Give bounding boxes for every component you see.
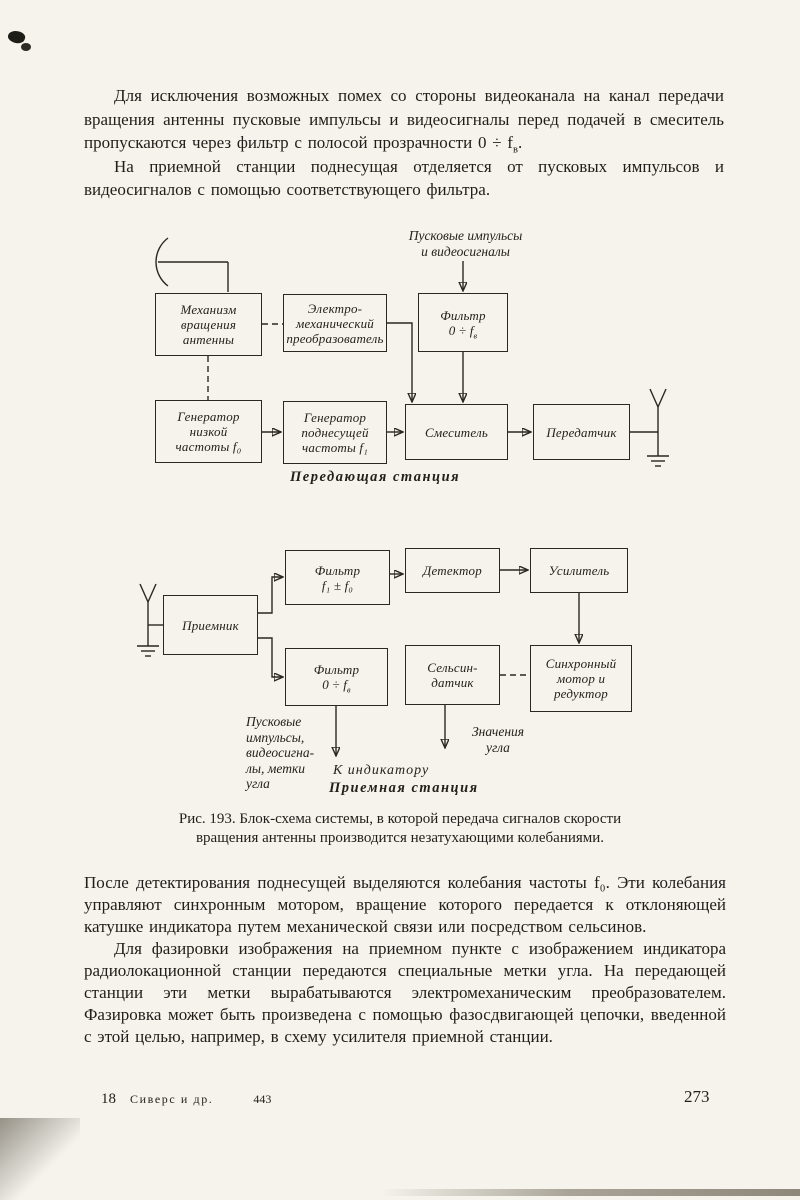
- box-label-line: Фильтр: [313, 662, 360, 677]
- box-label-line: частоты f₀: [175, 439, 242, 454]
- box-label-line: Электро-: [307, 300, 363, 316]
- box-subcarrier-generator: Генератор поднесущей частоты f₁: [283, 401, 387, 464]
- box-label-line: поднесущей: [301, 425, 369, 440]
- label-pulses-video-marks: Пусковые импульсы, видеосигна- лы, метки…: [246, 714, 341, 792]
- box-label-line: редуктор: [553, 686, 609, 701]
- box-label-line: преобразователь: [286, 330, 384, 346]
- box-electromechanical-transducer: Электро- механический преобразователь: [283, 294, 387, 352]
- box-low-freq-generator: Генератор низкой частоты f₀: [155, 400, 262, 463]
- label-line: угла: [486, 739, 510, 755]
- box-label-line: Передатчик: [546, 424, 617, 440]
- box-label-line: Усилитель: [548, 563, 610, 578]
- label-line: Пусковые: [246, 714, 302, 729]
- box-label-line: низкой: [189, 424, 228, 439]
- scan-edge-shadow: [380, 1189, 800, 1196]
- footer-signature: 18 Сиверс и др. 443: [101, 1091, 271, 1108]
- box-label-line: Сельсин-: [427, 660, 478, 675]
- box-detector: Детектор: [405, 548, 500, 593]
- box-label-line: частоты f₁: [302, 440, 368, 455]
- formula-sub: в: [473, 331, 478, 341]
- box-label-line: антенны: [182, 332, 235, 347]
- scan-corner-shadow: [0, 1118, 80, 1200]
- box-label-line: Фильтр: [314, 562, 361, 578]
- label-angle-values: Значения угла: [458, 724, 538, 755]
- wire-receiver-to-filter-if: [258, 577, 282, 614]
- rx-antenna-symbol: [137, 583, 163, 657]
- caption-line: вращения антенны производится незатухающ…: [195, 830, 605, 846]
- figure-block-diagram: Пусковые импульсы и видеосигналы Механиз…: [0, 228, 800, 812]
- box-filter-tx: Фильтр 0 ÷ fв: [418, 293, 508, 352]
- box-filter-if: Фильтр f₁ ± f₀: [285, 550, 390, 605]
- box-label-line: Генератор: [303, 410, 367, 425]
- box-rotation-mechanism: Механизм вращения антенны: [155, 293, 262, 356]
- label-line: лы, метки: [246, 760, 306, 776]
- formula: 0 ÷ f: [322, 677, 348, 692]
- paragraph-1: Для исключения возможных помех со сторон…: [84, 84, 724, 155]
- figure-caption: Рис. 193. Блок-схема системы, в которой …: [100, 810, 700, 848]
- box-selsyn-sensor: Сельсин- датчик: [405, 645, 500, 705]
- wire-receiver-to-filter-rx: [258, 637, 282, 677]
- caption-line: Рис. 193. Блок-схема системы, в которой …: [178, 811, 622, 827]
- label-trigger-pulses: Пусковые импульсы и видеосигналы: [378, 228, 553, 259]
- signature-number: 18: [101, 1091, 116, 1107]
- paragraph-3: После детектирования поднесущей выделяют…: [84, 873, 726, 936]
- paragraph-1-end: .: [517, 133, 523, 152]
- box-transmitter: Передатчик: [533, 404, 630, 460]
- label-line: видеосигна-: [246, 745, 315, 760]
- box-receiver: Приемник: [163, 595, 258, 655]
- label-to-indicator: К индикатору: [333, 763, 430, 778]
- box-label-line: Приемник: [182, 617, 239, 633]
- tx-output-antenna-symbol: [630, 388, 669, 467]
- paragraph-1-text: Для исключения возможных помех со сторон…: [84, 86, 724, 152]
- box-label-line: вращения: [180, 317, 237, 332]
- box-filter-rx: Фильтр 0 ÷ fв: [285, 648, 388, 706]
- order-number: 443: [253, 1092, 272, 1106]
- wire-transducer-to-mixer: [387, 322, 412, 401]
- authors-label: Сиверс и др.: [130, 1092, 214, 1106]
- box-label-line: мотор и: [556, 671, 606, 686]
- scan-artifact: [21, 43, 31, 51]
- box-amplifier: Усилитель: [530, 548, 628, 593]
- label-line: Пусковые импульсы: [408, 228, 523, 243]
- box-label-line: Механизм: [180, 302, 237, 317]
- label-receiving-station: Приемная станция: [329, 780, 479, 796]
- label-transmitting-station: Передающая станция: [290, 469, 461, 485]
- diagram-wires: [137, 237, 669, 812]
- subscript-v: в: [512, 144, 518, 156]
- formula: 0 ÷ f: [448, 322, 474, 338]
- box-label-line: 0 ÷ fв: [322, 677, 351, 695]
- intro-paragraphs: Для исключения возможных помех со сторон…: [84, 84, 724, 202]
- box-label-line: f₁ ± f₀: [321, 577, 354, 593]
- closing-paragraphs: После детектирования поднесущей выделяют…: [84, 872, 726, 1048]
- box-sync-motor: Синхронный мотор и редуктор: [530, 645, 632, 712]
- box-label-line: механический: [296, 315, 374, 331]
- box-label-line: Детектор: [423, 563, 482, 578]
- box-label-line: 0 ÷ fв: [448, 322, 478, 341]
- label-line: и видеосигналы: [421, 243, 510, 259]
- box-mixer: Смеситель: [405, 404, 508, 460]
- formula-sub: в: [347, 685, 351, 695]
- box-label-line: Фильтр: [440, 307, 486, 323]
- box-label-line: Синхронный: [545, 656, 617, 671]
- paragraph-4: Для фазировки изображения на приемном пу…: [84, 939, 726, 1046]
- tx-antenna-symbol: [155, 237, 229, 292]
- box-label-line: Генератор: [177, 409, 240, 424]
- paragraph-2: На приемной станции поднесущая отделяетс…: [84, 156, 724, 200]
- label-line: Значения: [471, 724, 525, 739]
- page-number: 273: [684, 1087, 710, 1106]
- label-line: импульсы,: [246, 729, 305, 745]
- box-label-line: Смеситель: [424, 424, 489, 440]
- box-label-line: датчик: [431, 675, 474, 690]
- label-line: угла: [246, 776, 270, 791]
